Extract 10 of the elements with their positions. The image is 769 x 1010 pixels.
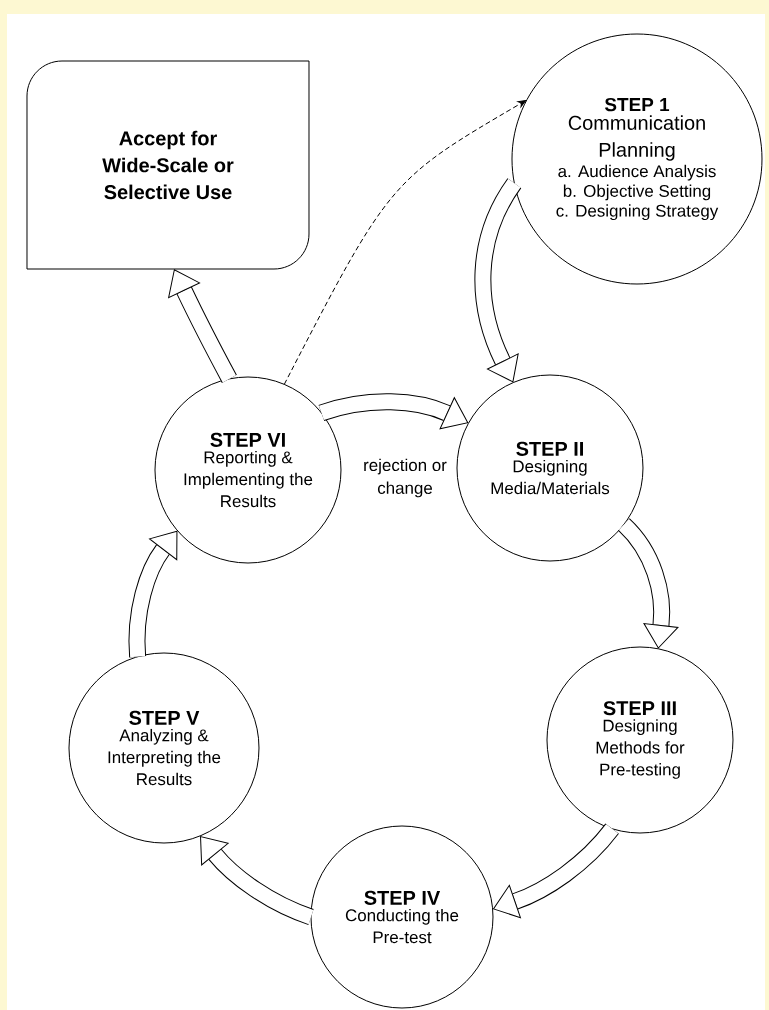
block-arrow <box>318 393 469 430</box>
block-arrow <box>492 823 619 919</box>
block-arrow <box>200 836 314 925</box>
rounded-box: Accept for Wide-Scale or Selective Use <box>26 60 310 270</box>
edge-label: rejection or change <box>354 457 456 499</box>
dashed-arrow <box>283 100 527 385</box>
block-arrow <box>128 530 178 658</box>
block-arrow <box>168 269 237 383</box>
block-arrow <box>617 518 679 649</box>
block-arrow <box>474 178 522 383</box>
